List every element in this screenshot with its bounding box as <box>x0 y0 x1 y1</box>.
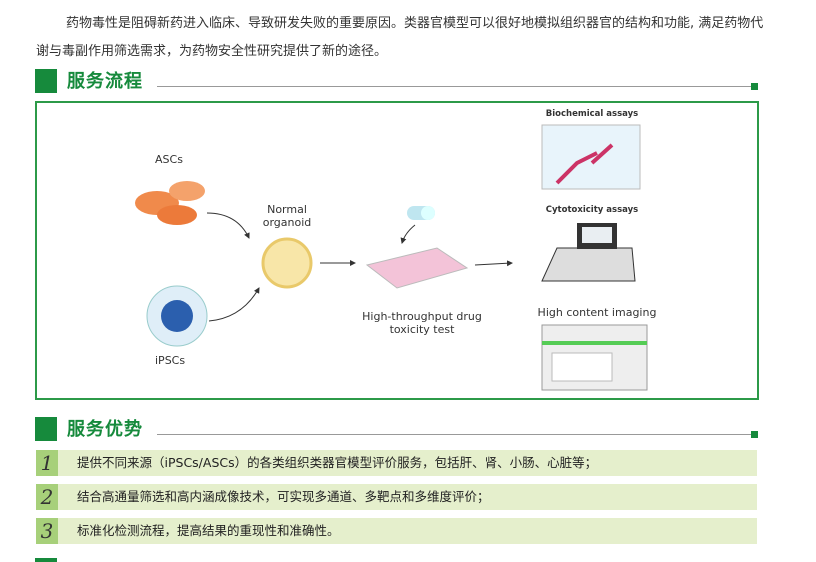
section-title: 服务优势 <box>67 419 143 440</box>
label-line: High-throughput drug <box>362 310 482 323</box>
ascs-cells-icon <box>135 181 205 225</box>
item-text: 标准化检测流程，提高结果的重现性和准确性。 <box>77 523 340 538</box>
divider <box>157 434 752 435</box>
drug-capsule-icon <box>407 206 435 220</box>
item-number: 3 <box>36 518 58 544</box>
section-header-process: 服务流程 <box>35 69 758 93</box>
arrow <box>474 260 513 267</box>
item-text: 结合高通量筛选和高内涵成像技术，可实现多通道、多靶点和多维度评价； <box>77 489 490 504</box>
advantage-item: 1 提供不同来源（iPSCs/ASCs）的各类组织类器官模型评价服务，包括肝、肾、… <box>36 450 757 476</box>
label-biochemical: Biochemical assays <box>545 109 639 119</box>
section-header-advantages: 服务优势 <box>35 417 758 441</box>
item-number: 1 <box>36 450 58 476</box>
label-line: toxicity test <box>389 323 455 336</box>
imaging-system-icon <box>541 324 648 391</box>
organoid-icon <box>261 237 313 289</box>
section-marker <box>35 69 57 93</box>
section-title: 服务流程 <box>67 71 143 92</box>
label-hci: High content imaging <box>537 306 657 319</box>
label-line: organoid <box>262 216 312 229</box>
diagram-graphics <box>135 124 648 391</box>
cytotoxicity-reader-icon <box>541 223 636 282</box>
arrow <box>206 212 250 239</box>
label-cytotoxicity: Cytotoxicity assays <box>545 205 639 215</box>
item-text: 提供不同来源（iPSCs/ASCs）的各类组织类器官模型评价服务，包括肝、肾、小… <box>77 455 598 470</box>
label-ascs: ASCs <box>155 153 183 166</box>
intro-paragraph: 药物毒性是阻碍新药进入临床、导致研发失败的重要原因。类器官模型可以很好地模拟组织… <box>36 16 764 59</box>
divider-end-marker <box>751 431 758 438</box>
divider-end-marker <box>751 83 758 90</box>
section-marker <box>35 417 57 441</box>
next-section-marker <box>35 558 57 562</box>
ipscs-dish-icon <box>146 285 208 347</box>
label-ipscs: iPSCs <box>155 354 186 367</box>
well-plate-icon <box>365 247 469 289</box>
arrow <box>208 287 260 322</box>
label-line: Normal <box>267 203 307 216</box>
item-number: 2 <box>36 484 58 510</box>
divider <box>157 86 752 87</box>
advantage-item: 2 结合高通量筛选和高内涵成像技术，可实现多通道、多靶点和多维度评价； <box>36 484 757 510</box>
advantage-item: 3 标准化检测流程，提高结果的重现性和准确性。 <box>36 518 757 544</box>
